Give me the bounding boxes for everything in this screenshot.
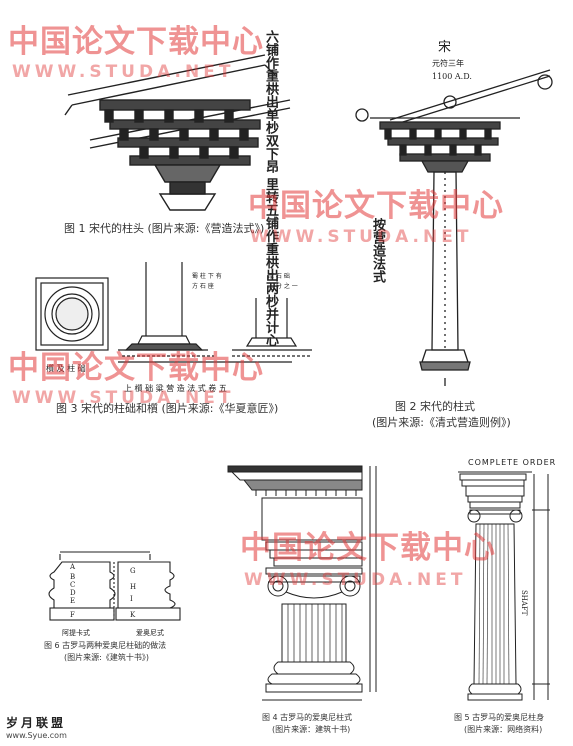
fig6-letter-a: A xyxy=(69,563,76,571)
ionic-shaft-drawing xyxy=(458,471,550,701)
figure-5-header: COMPLETE ORDER xyxy=(468,458,557,467)
fig6-letter-e: E xyxy=(70,597,75,605)
figure-5-caption-line2: (图片来源：网络资料) xyxy=(464,725,543,734)
fig6-letter-i: I xyxy=(130,595,133,603)
svg-text:蜀 柱 下 有: 蜀 柱 下 有 xyxy=(192,272,222,280)
figure-2-caption-line1: 图 2 宋代的柱式 xyxy=(395,400,475,413)
watermark-cn-2: 中国论文下载中心 xyxy=(248,188,504,224)
watermark-cn-4: 中国论文下载中心 xyxy=(240,530,496,566)
figure-2-year-ad: 1100 A.D. xyxy=(432,72,472,81)
watermark-en-3: WWW.STUDA.NET xyxy=(12,388,235,408)
figure-6-caption-line1: 图 6 古罗马两种爱奥尼柱础的做法 xyxy=(44,641,167,650)
figure-1-inscription: 六铺作重栱出单杪双下昂 里转五铺作重栱出两杪并计心 xyxy=(263,30,278,347)
figure-6-caption-line2: (图片来源:《建筑十书》) xyxy=(64,653,149,662)
site-logo: 岁月联盟 xyxy=(6,716,67,730)
song-column-drawing xyxy=(355,69,553,386)
figure-3-plan-label: 櫍 及 柱 础 xyxy=(46,364,86,373)
ionic-order-drawing xyxy=(227,465,377,701)
figure-3-caption: 图 3 宋代的柱础和櫍 (图片来源:《华夏意匠》) xyxy=(56,402,279,415)
fig6-letter-k: K xyxy=(130,611,136,619)
fig6-letter-g: G xyxy=(130,567,136,575)
watermark-en-1: WWW.STUDA.NET xyxy=(12,62,235,82)
figure-2-caption-line2: (图片来源:《清式营造则例》) xyxy=(372,416,511,429)
watermark-cn-1: 中国论文下载中心 xyxy=(8,24,264,60)
figure-1 xyxy=(60,40,310,215)
figure-2-side-text: 按营造法式 xyxy=(370,218,385,283)
svg-text:厚 石 础: 厚 石 础 xyxy=(268,272,290,280)
fig6-letter-d: D xyxy=(70,589,76,597)
watermark-en-4: WWW.STUDA.NET xyxy=(244,570,467,590)
figure-2-dynasty-label: 宋 xyxy=(438,40,452,55)
fig6-letter-c: C xyxy=(70,581,75,589)
watermark-en-2: WWW.STUDA.NET xyxy=(250,227,473,247)
svg-text:三 分 之 一: 三 分 之 一 xyxy=(268,282,298,290)
fig6-letter-h: H xyxy=(130,583,136,591)
column-base-drawing: 蜀 柱 下 有 方 石 座 厚 石 础 三 分 之 一 xyxy=(35,262,312,363)
figure-4-caption-line2: (图片来源：建筑十书) xyxy=(272,725,351,734)
bracket-set-drawing xyxy=(64,54,291,211)
figure-4-caption-line1: 图 4 古罗马的爱奥尼柱式 xyxy=(262,713,353,722)
figure-1-caption: 图 1 宋代的柱头 (图片来源:《营造法式》) xyxy=(64,222,265,235)
figure-2 xyxy=(350,60,565,390)
watermark-cn-3: 中国论文下载中心 xyxy=(8,350,264,386)
fig6-letter-b: B xyxy=(70,573,75,581)
figure-6-right-label: 爱奥尼式 xyxy=(136,629,164,637)
figure-4 xyxy=(226,462,386,707)
fig6-letter-f: F xyxy=(70,611,75,619)
figure-6: A B C D E F G H I K xyxy=(40,548,190,626)
svg-text:方 石 座: 方 石 座 xyxy=(192,282,214,290)
site-url: www.Syue.com xyxy=(6,731,67,740)
ionic-base-drawing: A B C D E F G H I K xyxy=(48,551,181,622)
figure-3-bottom-note: 上 櫍 础 粱 营 造 法 式 卷 五 xyxy=(124,384,227,393)
figure-6-left-label: 阿提卡式 xyxy=(62,629,90,637)
figure-5-caption-line1: 图 5 古罗马的爱奥尼柱身 xyxy=(454,713,545,722)
figure-3: 蜀 柱 下 有 方 石 座 厚 石 础 三 分 之 一 xyxy=(32,258,322,398)
figure-2-year-cn: 元符三年 xyxy=(432,59,464,68)
figure-5-shaft-label: SHAFT xyxy=(520,590,528,616)
figure-5 xyxy=(452,470,567,706)
